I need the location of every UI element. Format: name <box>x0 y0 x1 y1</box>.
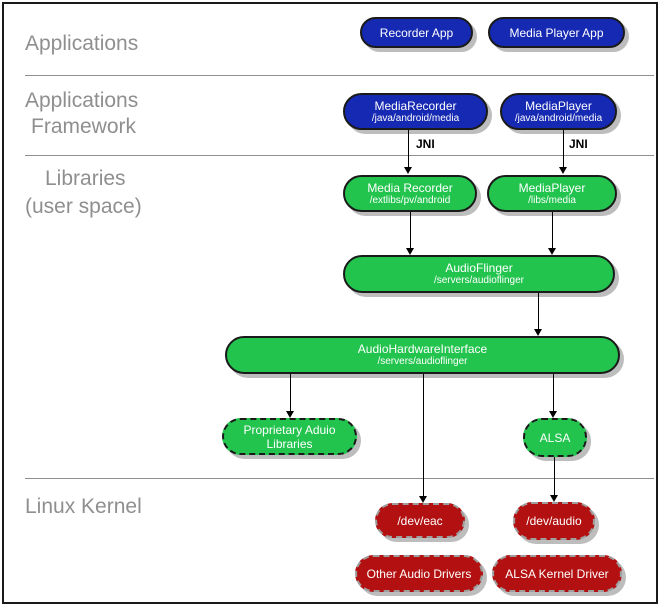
node-path: /java/android/media <box>371 112 460 124</box>
node-proprietary-audio-libraries: Proprietary Aduio Libraries <box>222 418 357 455</box>
section-label-linux-kernel: Linux Kernel <box>25 495 142 518</box>
node-dev-audio: /dev/audio <box>513 502 595 540</box>
edge-fw-mediaplayer-to-lib <box>563 130 564 168</box>
node-label: MediaPlayer <box>518 180 586 195</box>
edge-ahi-to-alsa <box>553 374 554 411</box>
separator-libraries-kernel <box>25 478 654 479</box>
node-path: /libs/media <box>528 194 576 206</box>
arrowhead-icon <box>419 496 427 503</box>
edge-ahi-to-proprietary <box>290 374 291 411</box>
arrowhead-icon <box>548 248 556 255</box>
arrowhead-icon <box>286 411 294 418</box>
node-label: AudioHardwareInterface <box>357 342 488 356</box>
separator-framework-libraries <box>25 155 654 156</box>
node-alsa: ALSA <box>523 418 587 457</box>
node-path: /servers/audioflinger <box>377 356 468 367</box>
node-label: Media Recorder <box>367 180 453 195</box>
node-label: MediaPlayer <box>525 98 592 113</box>
arrowhead-icon <box>534 329 542 336</box>
section-label-framework-line2: Framework <box>31 115 137 138</box>
node-audio-hardware-interface: AudioHardwareInterface /servers/audiofli… <box>225 336 620 374</box>
section-label-framework-line1: Applications <box>25 89 139 112</box>
node-fw-mediarecorder: MediaRecorder /java/android/media <box>343 93 488 130</box>
node-label: /dev/eac <box>397 513 443 528</box>
node-path: /java/android/media <box>514 112 603 124</box>
section-label-applications: Applications <box>25 32 139 55</box>
node-other-audio-drivers: Other Audio Drivers <box>355 555 483 592</box>
node-alsa-kernel-driver: ALSA Kernel Driver <box>492 555 622 592</box>
node-media-player-app: Media Player App <box>488 17 625 48</box>
node-label: ALSA <box>539 430 571 445</box>
node-label: Other Audio Drivers <box>366 566 472 581</box>
edge-label-jni-left: JNI <box>416 137 435 151</box>
arrowhead-icon <box>549 411 557 418</box>
node-lib-media-recorder: Media Recorder /extlibs/pv/android <box>343 175 477 212</box>
node-label: Proprietary Aduio <box>243 422 336 437</box>
node-label: AudioFlinger <box>445 261 513 275</box>
node-audioflinger: AudioFlinger /servers/audioflinger <box>343 255 615 293</box>
edge-audioflinger-to-ahi <box>538 293 539 329</box>
node-fw-mediaplayer: MediaPlayer /java/android/media <box>500 93 617 130</box>
separator-applications-framework <box>25 75 654 76</box>
node-label-line2: Libraries <box>266 436 313 451</box>
node-label: /dev/audio <box>526 514 582 528</box>
node-dev-eac: /dev/eac <box>375 503 465 538</box>
node-lib-mediaplayer: MediaPlayer /libs/media <box>487 175 617 212</box>
node-label: ALSA Kernel Driver <box>505 566 609 581</box>
node-label: Media Player App <box>509 25 604 40</box>
edge-label-jni-right: JNI <box>569 137 588 151</box>
node-label: MediaRecorder <box>374 98 457 113</box>
arrowhead-icon <box>404 167 412 174</box>
arrowhead-icon <box>559 167 567 174</box>
edge-ahi-to-dev-eac <box>423 374 424 496</box>
edge-libmediaplayer-to-audioflinger <box>552 212 553 249</box>
arrowhead-icon <box>406 248 414 255</box>
edge-alsa-to-dev-audio <box>554 457 555 495</box>
node-path: /servers/audioflinger <box>433 275 525 286</box>
section-label-libraries-line1: Libraries <box>45 167 126 190</box>
section-label-libraries-line2: (user space) <box>25 195 142 218</box>
edge-libmediarecorder-to-audioflinger <box>410 212 411 249</box>
node-recorder-app: Recorder App <box>360 17 473 48</box>
node-label: Recorder App <box>379 25 454 40</box>
node-path: /extlibs/pv/android <box>369 194 451 206</box>
edge-fw-mediarecorder-to-lib <box>408 130 409 168</box>
arrowhead-icon <box>550 495 558 502</box>
